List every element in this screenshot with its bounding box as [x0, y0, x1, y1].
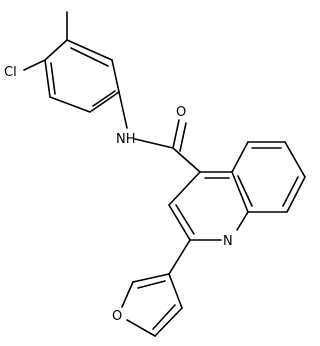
bond-f-double-b: [137, 280, 166, 289]
bond-q-furan: [168, 239, 191, 275]
bond-f-1: [168, 273, 183, 309]
bond-b-double-c: [237, 175, 253, 207]
bond-aryl-nh: [118, 91, 128, 129]
bond-f-3: [126, 319, 156, 337]
ring-nitrogen-label: N: [223, 234, 233, 249]
bond-f-2: [154, 307, 183, 337]
bond-f-4: [121, 281, 134, 308]
bond-carbonyl-o-b: [179, 122, 187, 152]
bond-b-double-b: [282, 176, 299, 207]
bond-q-2: [168, 204, 191, 241]
furan-oxygen-label: O: [112, 309, 122, 324]
amide-nh-label: NH: [116, 132, 136, 147]
bond-b-3: [284, 141, 306, 178]
atom-labels: Cl NH O N O: [4, 65, 233, 324]
bond-f-5: [132, 273, 170, 283]
bond-b-4: [286, 176, 306, 213]
bond-aryl-4: [89, 91, 120, 113]
bond-aryl-3: [49, 96, 91, 113]
bond-aryl-double-a: [50, 62, 56, 95]
bond-q-1: [168, 171, 201, 206]
bond-aryl-double-b: [92, 90, 116, 107]
bond-nh-carbonyl: [134, 138, 174, 149]
chlorine-label: Cl: [4, 65, 17, 80]
bond-cl: [23, 59, 46, 71]
bond-aryl-1: [44, 39, 68, 61]
structure-diagram: Cl NH O N O: [4, 11, 306, 337]
bond-aryl-6: [66, 39, 113, 61]
bond-aryl-double-c: [70, 47, 109, 67]
bond-f-double-a: [152, 304, 176, 330]
carbonyl-oxygen-label: O: [176, 105, 186, 120]
bond-aryl-2: [44, 59, 51, 98]
bond-q-5: [231, 171, 249, 213]
bond-aryl-5: [111, 59, 120, 93]
bond-q-4: [236, 211, 249, 231]
bond-q-double-a: [175, 204, 195, 235]
bond-b-1: [231, 141, 249, 173]
bond-carbonyl-o-a: [172, 119, 180, 149]
bond-carbonyl-ring: [172, 147, 201, 173]
bonds: [23, 11, 306, 337]
